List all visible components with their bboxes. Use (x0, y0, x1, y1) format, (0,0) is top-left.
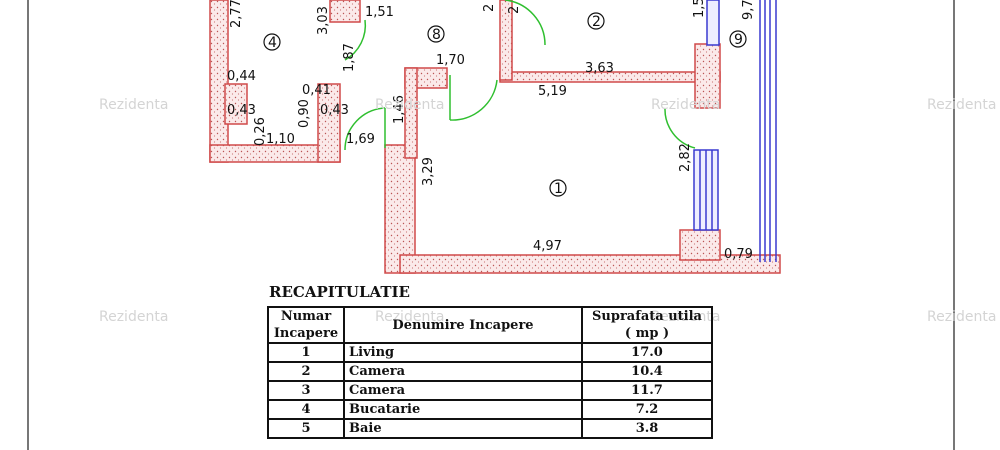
dim-label: 3,03 (316, 6, 331, 35)
dim-label: 1,46 (392, 95, 407, 124)
table-row: 3 Camera 11.7 (267, 380, 713, 401)
dim-label: 0,43 (320, 103, 349, 118)
row-area: 7.2 (581, 399, 713, 420)
row-name: Camera (343, 361, 583, 382)
row-area: 10.4 (581, 361, 713, 382)
table-row: 1 Living 17.0 (267, 342, 713, 363)
row-name: Living (343, 342, 583, 363)
watermark: Rezidenta (375, 97, 445, 113)
dim-label: 2,77 (229, 0, 244, 28)
dim-label: 0,90 (297, 99, 312, 128)
watermark: Rezidenta (651, 97, 721, 113)
page-frame-left (27, 0, 29, 450)
watermark: Rezidenta (927, 309, 997, 325)
dim-label: 5,19 (538, 84, 567, 99)
table-row: 4 Bucatarie 7.2 (267, 399, 713, 420)
header-denumire: Denumire Incapere (343, 306, 583, 344)
dim-label: 1,87 (342, 43, 357, 72)
row-name: Baie (343, 418, 583, 439)
recap-header-row: Numar Incapere Denumire Incapere Suprafa… (267, 306, 713, 344)
dim-label: 2 (482, 4, 497, 12)
row-area: 11.7 (581, 380, 713, 401)
dim-label: 4,97 (533, 239, 562, 254)
table-row: 2 Camera 10.4 (267, 361, 713, 382)
row-number: 5 (267, 418, 345, 439)
row-name: Camera (343, 380, 583, 401)
dim-label: 0,26 (253, 117, 268, 146)
table-row: 5 Baie 3.8 (267, 418, 713, 439)
row-number: 1 (267, 342, 345, 363)
header-suprafata-line2: ( mp ) (624, 326, 670, 341)
room-markers: 1 2 4 8 9 (263, 12, 747, 197)
room-number-8: 8 (432, 27, 441, 43)
header-suprafata: Suprafata utila ( mp ) (581, 306, 713, 344)
doors (344, 0, 696, 151)
dim-label: 1,69 (346, 132, 375, 147)
row-name: Bucatarie (343, 399, 583, 420)
wall-room-4 (209, 0, 361, 163)
row-number: 3 (267, 380, 345, 401)
balcony-rail (759, 0, 777, 262)
recap-title: RECAPITULATIE (269, 283, 410, 301)
dim-label: 3,63 (585, 61, 614, 76)
dim-label: 0,44 (227, 69, 256, 84)
row-number: 4 (267, 399, 345, 420)
window-right (693, 0, 720, 231)
dim-label: 1,5 (692, 0, 707, 18)
dim-label: 0,79 (724, 247, 753, 262)
dim-label: 0,41 (302, 83, 331, 98)
dimension-labels: 2,77 3,03 1,51 2 2 1,5 9,7 1,70 3,63 5,1… (227, 0, 756, 262)
header-suprafata-line1: Suprafata utila (592, 309, 702, 324)
watermark: Rezidenta (99, 97, 169, 113)
row-number: 2 (267, 361, 345, 382)
row-area: 3.8 (581, 418, 713, 439)
recap-table: Numar Incapere Denumire Incapere Suprafa… (267, 306, 713, 439)
header-numar: Numar Incapere (267, 306, 345, 344)
room-number-4: 4 (268, 35, 277, 51)
header-numar-line1: Numar (280, 309, 332, 324)
room-number-2: 2 (592, 14, 601, 30)
dim-label: 1,10 (266, 132, 295, 147)
row-area: 17.0 (581, 342, 713, 363)
room-number-9: 9 (734, 32, 743, 48)
watermark: Rezidenta (99, 309, 169, 325)
header-numar-line2: Incapere (273, 326, 339, 341)
wall-living (384, 0, 781, 274)
dim-label: 1,51 (365, 5, 394, 20)
dim-label: 2,82 (678, 143, 693, 172)
dim-label: 9,7 (741, 0, 756, 20)
room-number-1: 1 (554, 181, 563, 197)
page-frame-right (953, 0, 955, 450)
dim-label: 1,70 (436, 53, 465, 68)
dim-label: 0,43 (227, 103, 256, 118)
dim-label: 3,29 (421, 157, 436, 186)
watermark: Rezidenta (927, 97, 997, 113)
dim-label: 2 (507, 6, 522, 14)
